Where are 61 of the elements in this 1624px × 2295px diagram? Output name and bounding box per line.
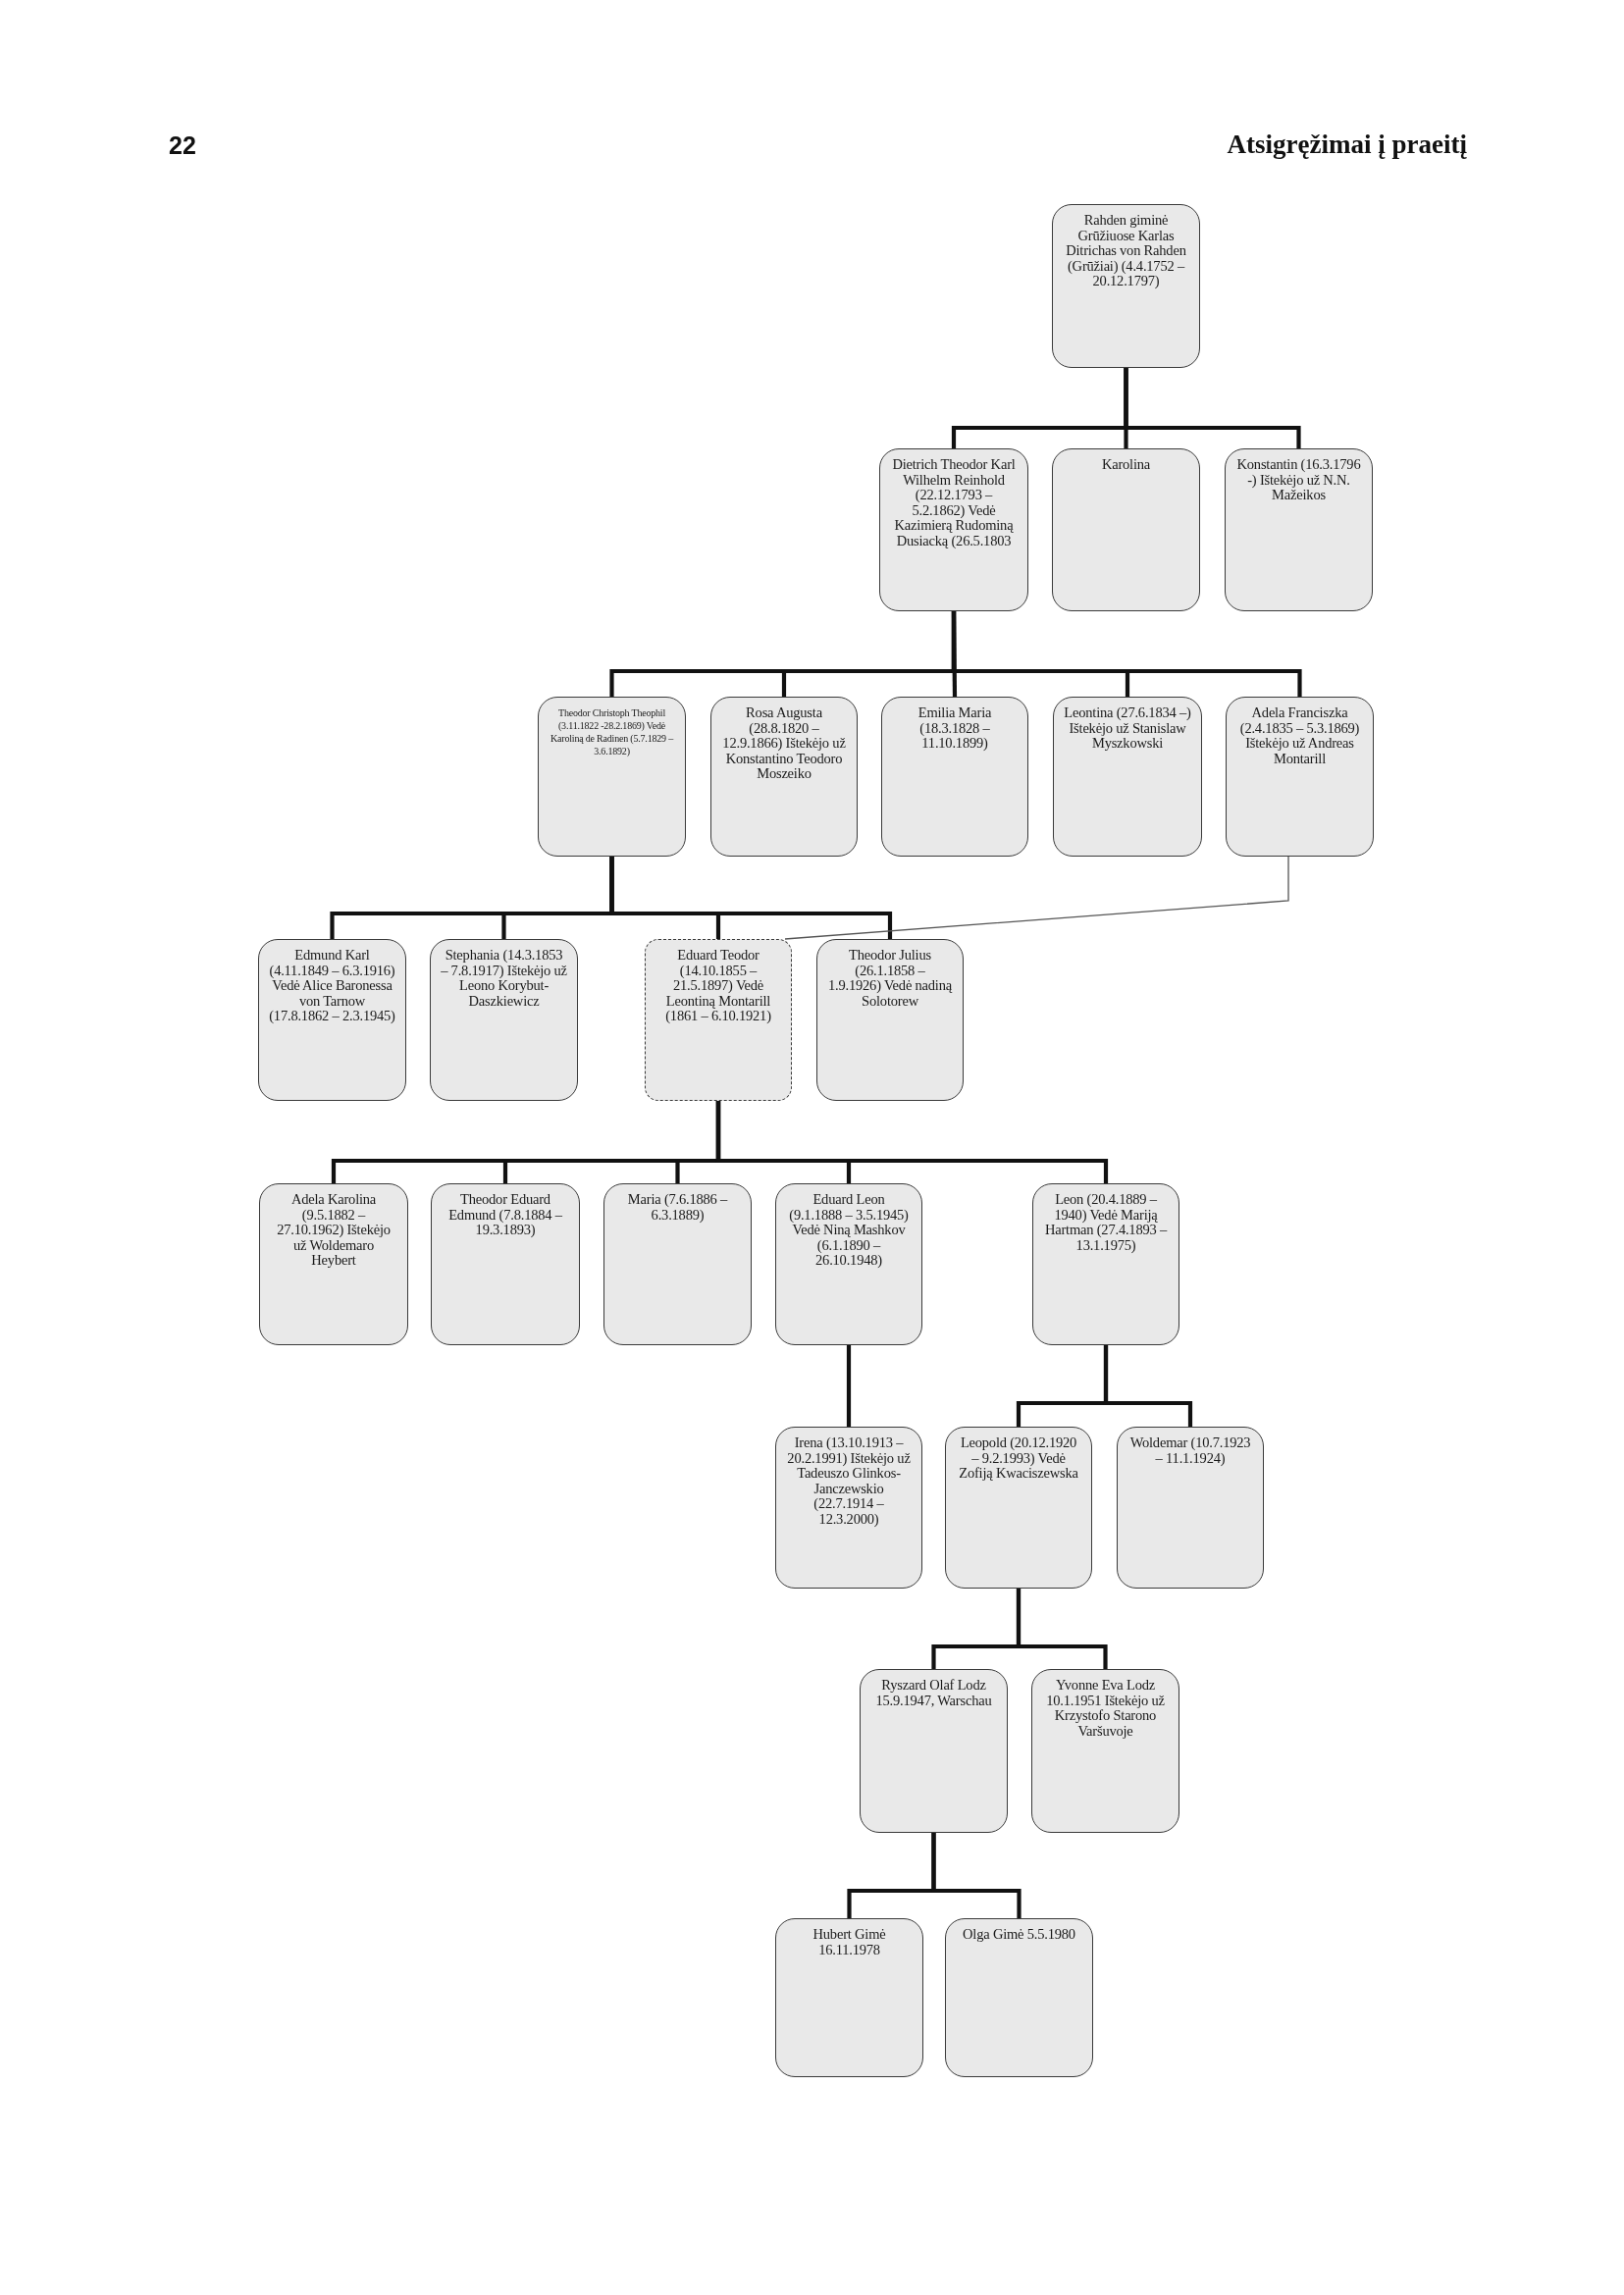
family-member-box	[645, 939, 792, 1101]
family-member-box	[1117, 1427, 1264, 1589]
connector-line	[1103, 1345, 1193, 1427]
member-info-text: Theodor Eduard Edmund (7.8.1884 – 19.3.1893)	[447, 1192, 563, 1238]
family-member-box	[710, 697, 858, 857]
family-member-box	[1052, 204, 1200, 368]
family-member-box	[430, 939, 578, 1101]
connector-line	[846, 1345, 852, 1427]
connector-line	[609, 857, 893, 939]
family-member-box	[259, 1183, 408, 1345]
family-member-box	[1031, 1669, 1179, 1833]
family-member-box	[431, 1183, 580, 1345]
member-info-text: Karolina	[1101, 457, 1151, 473]
running-header: Atsigręžimai į praeitį	[1227, 130, 1467, 160]
member-info-text: Konstantin (16.3.1796 -) Ištekėjo už N.N. Mažeikos	[1235, 457, 1362, 503]
member-info-text: Dietrich Theodor Karl Wilhelm Reinhold (22.12.1793 – 5.2.1862) Vedė Kazimierą Rudominą Dusiacką (26.5.1803	[891, 457, 1017, 548]
member-info-text: Ryszard Olaf Lodz 15.9.1947, Warschau	[874, 1678, 993, 1708]
connector-line	[715, 1101, 1109, 1183]
connector-line	[1124, 368, 1301, 448]
family-member-box	[775, 1183, 922, 1345]
family-member-box	[1226, 697, 1374, 857]
page-number: 22	[169, 131, 196, 160]
family-member-box	[603, 1183, 752, 1345]
member-info-text: Irena (13.10.1913 – 20.2.1991) Ištekėjo už Tadeuszo Glinkos-Janczewskio (22.7.1914 – 12.3.2000)	[786, 1435, 912, 1527]
family-member-box	[860, 1669, 1008, 1833]
connector-line	[951, 611, 1302, 697]
family-member-box	[1052, 448, 1200, 611]
member-info-text: Eduard Leon (9.1.1888 – 3.5.1945) Vedė Niną Mashkov (6.1.1890 – 26.10.1948)	[788, 1192, 910, 1269]
member-info-text: Olga Gimė 5.5.1980	[963, 1927, 1075, 1943]
member-info-text: Yvonne Eva Lodz 10.1.1951 Ištekėjo už Krzystofo Starono Varšuvoje	[1045, 1678, 1166, 1739]
member-info-text: Edmund Karl (4.11.1849 – 6.3.1916) Vedė Alice Baronessa von Tarnow (17.8.1862 – 2.3.1945)	[269, 948, 395, 1024]
family-member-box	[258, 939, 406, 1101]
family-member-box	[538, 697, 686, 857]
member-info-text: Theodor Julius (26.1.1858 – 1.9.1926) Vedė nadiną Solotorew	[827, 948, 953, 1009]
family-member-box	[879, 448, 1028, 611]
member-info-text: Theodor Christoph Theophil (3.11.1822 -28.2.1869) Vedė Karoliną de Radinen (5.7.1829 – 3.6.1892)	[550, 706, 675, 757]
family-member-box	[945, 1918, 1093, 2077]
member-info-text: Rosa Augusta (28.8.1820 – 12.9.1866) Ištekėjo už Konstantino Teodoro Moszeiko	[721, 705, 847, 782]
member-info-text: Leon (20.4.1889 – 1940) Vedė Mariją Hartman (27.4.1893 – 13.1.1975)	[1043, 1192, 1169, 1253]
member-info-text: Adela Karolina (9.5.1882 – 27.10.1962) Ištekėjo už Woldemaro Heybert	[276, 1192, 392, 1269]
member-info-text: Emilia Maria (18.3.1828 – 11.10.1899)	[917, 705, 993, 752]
family-member-box	[945, 1427, 1092, 1589]
family-member-box	[1053, 697, 1202, 857]
member-info-text: Hubert Gimė 16.11.1978	[812, 1927, 887, 1957]
member-info-text: Rahden giminė Grūžiuose Karlas Ditrichas von Rahden (Grūžiai) (4.4.1752 – 20.12.1797)	[1065, 213, 1187, 289]
member-info-text: Maria (7.6.1886 – 6.3.1889)	[626, 1192, 729, 1223]
family-member-box	[816, 939, 964, 1101]
connector-line	[1016, 1589, 1108, 1669]
family-member-box	[881, 697, 1028, 857]
family-member-box	[1032, 1183, 1179, 1345]
family-member-box	[1225, 448, 1373, 611]
family-member-box	[775, 1918, 923, 2077]
member-info-text: Leontina (27.6.1834 –) Ištekėjo už Stanislaw Myszkowski	[1064, 705, 1191, 752]
connector-line	[784, 856, 1289, 940]
member-info-text: Woldemar (10.7.1923 – 11.1.1924)	[1128, 1435, 1252, 1466]
member-info-text: Eduard Teodor (14.10.1855 – 21.5.1897) Vedė Leontiną Montarill (1861 – 6.10.1921)	[664, 948, 772, 1024]
connector-line	[931, 1833, 1022, 1918]
member-info-text: Adela Franciszka (2.4.1835 – 5.3.1869) Ištekėjo už Andreas Montarill	[1238, 705, 1361, 766]
family-member-box	[775, 1427, 922, 1589]
member-info-text: Leopold (20.12.1920 – 9.2.1993) Vedė Zofiją Kwaciszewska	[958, 1435, 1079, 1482]
member-info-text: Stephania (14.3.1853 – 7.8.1917) Ištekėjo už Leono Korybut-Daszkiewicz	[441, 948, 567, 1009]
